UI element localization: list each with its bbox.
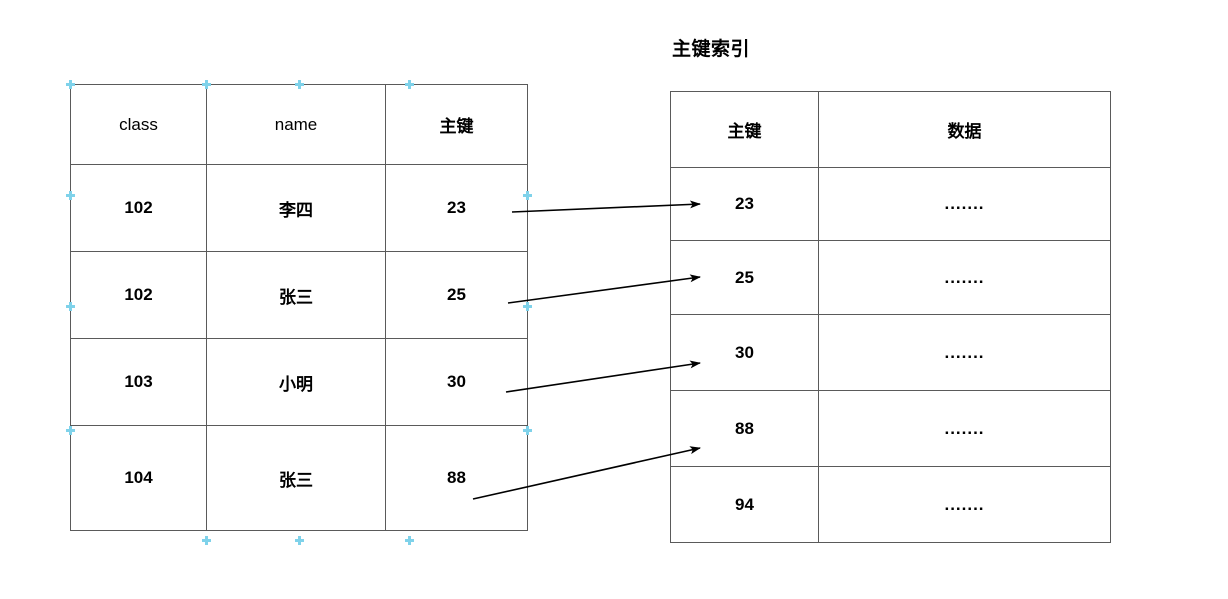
table-header-row: class name 主键 — [70, 84, 528, 165]
cell-class: 104 — [70, 425, 207, 531]
selection-handle-icon — [295, 536, 304, 545]
index-row: 94 ....... — [670, 466, 1111, 543]
index-cell-data: ....... — [818, 466, 1111, 543]
index-row: 88 ....... — [670, 390, 1111, 467]
selection-handle-icon — [202, 536, 211, 545]
column-header-data: 数据 — [818, 91, 1111, 168]
table-row: 102 李四 23 — [70, 164, 528, 252]
cell-name: 李四 — [206, 164, 386, 252]
column-header-name: name — [206, 84, 386, 165]
column-header-primary-key: 主键 — [385, 84, 528, 165]
cell-key: 23 — [385, 164, 528, 252]
index-row: 23 ....... — [670, 167, 1111, 241]
index-cell-key: 30 — [670, 314, 819, 391]
column-header-class: class — [70, 84, 207, 165]
index-cell-data: ....... — [818, 167, 1111, 241]
cell-name: 小明 — [206, 338, 386, 426]
table-row: 103 小明 30 — [70, 338, 528, 426]
index-cell-key: 88 — [670, 390, 819, 467]
index-header-row: 主键 数据 — [670, 91, 1111, 168]
index-cell-data: ....... — [818, 314, 1111, 391]
cell-key: 25 — [385, 251, 528, 339]
index-table-title: 主键索引 — [672, 39, 751, 60]
cell-name: 张三 — [206, 425, 386, 531]
column-header-primary-key: 主键 — [670, 91, 819, 168]
selection-handle-icon — [405, 536, 414, 545]
index-row: 30 ....... — [670, 314, 1111, 391]
index-cell-key: 23 — [670, 167, 819, 241]
index-row: 25 ....... — [670, 240, 1111, 315]
cell-name: 张三 — [206, 251, 386, 339]
index-table: 主键 数据 23 ....... 25 ....... 30 ....... 8… — [670, 91, 1111, 543]
table-row: 104 张三 88 — [70, 425, 528, 531]
cell-class: 103 — [70, 338, 207, 426]
index-cell-data: ....... — [818, 390, 1111, 467]
index-cell-data: ....... — [818, 240, 1111, 315]
cell-key: 30 — [385, 338, 528, 426]
index-cell-key: 25 — [670, 240, 819, 315]
cell-key: 88 — [385, 425, 528, 531]
cell-class: 102 — [70, 251, 207, 339]
data-table: class name 主键 102 李四 23 102 张三 25 103 小明… — [70, 84, 528, 531]
cell-class: 102 — [70, 164, 207, 252]
index-cell-key: 94 — [670, 466, 819, 543]
table-row: 102 张三 25 — [70, 251, 528, 339]
